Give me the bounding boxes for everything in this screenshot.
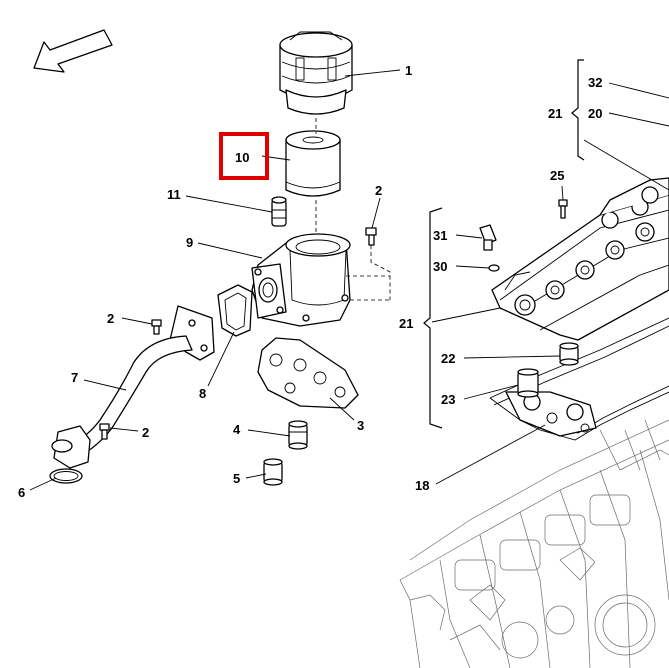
callout-2-pipe-lower: 2 — [142, 425, 149, 440]
callout-labels: 1 2 2 2 3 4 5 6 7 8 9 10 11 18 20 21 21 … — [18, 63, 602, 500]
oil-filter-housing — [251, 233, 351, 327]
callout-21-upper: 21 — [548, 106, 562, 121]
sleeve-23 — [517, 368, 539, 398]
callout-31: 31 — [433, 228, 447, 243]
fitting-4 — [288, 420, 308, 450]
plug-5 — [263, 458, 283, 486]
callout-18: 18 — [415, 478, 429, 493]
cylinder-head-cover — [491, 177, 669, 341]
sleeve-11 — [271, 196, 287, 227]
bracket-21-lower — [423, 207, 443, 429]
callout-30: 30 — [433, 259, 447, 274]
callout-25: 25 — [550, 168, 564, 183]
bracket-21-upper — [571, 59, 585, 161]
bolt-25 — [558, 199, 568, 219]
o-ring-6-inner — [53, 471, 79, 481]
leader-lines — [29, 69, 669, 491]
callout-21-lower: 21 — [399, 316, 413, 331]
bolt-2-housing — [346, 227, 391, 301]
o-ring-30 — [488, 264, 500, 272]
oil-filter-cartridge — [285, 130, 341, 197]
callout-22: 22 — [441, 351, 455, 366]
callout-9: 9 — [186, 235, 193, 250]
oil-filter-adapter-gasket — [505, 391, 597, 437]
callout-11: 11 — [167, 187, 181, 202]
housing-gasket-8 — [217, 284, 253, 337]
bolt-2-pipe-lower — [99, 423, 110, 440]
callout-10: 10 — [235, 150, 249, 165]
callout-32: 32 — [588, 75, 602, 90]
callout-5: 5 — [233, 471, 240, 486]
callout-8: 8 — [199, 386, 206, 401]
callout-7: 7 — [71, 370, 78, 385]
callout-3: 3 — [357, 418, 364, 433]
callout-6: 6 — [18, 485, 25, 500]
callout-2-housing: 2 — [375, 183, 382, 198]
bolt-2-pipe-upper — [151, 319, 162, 335]
engine-block-illustration — [399, 419, 669, 668]
callout-23: 23 — [441, 392, 455, 407]
callout-20: 20 — [588, 106, 602, 121]
pressure-valve-22 — [559, 342, 579, 366]
callout-4: 4 — [233, 422, 241, 437]
adapter-gasket-3 — [257, 337, 359, 409]
highlight-box-10 — [219, 132, 269, 180]
callout-2-pipe-upper: 2 — [107, 311, 114, 326]
front-arrow-icon — [33, 29, 113, 73]
oil-filter-cap — [279, 31, 353, 115]
sensor-31 — [479, 224, 497, 251]
callout-1: 1 — [405, 63, 412, 78]
oil-pipe-7 — [51, 305, 215, 469]
